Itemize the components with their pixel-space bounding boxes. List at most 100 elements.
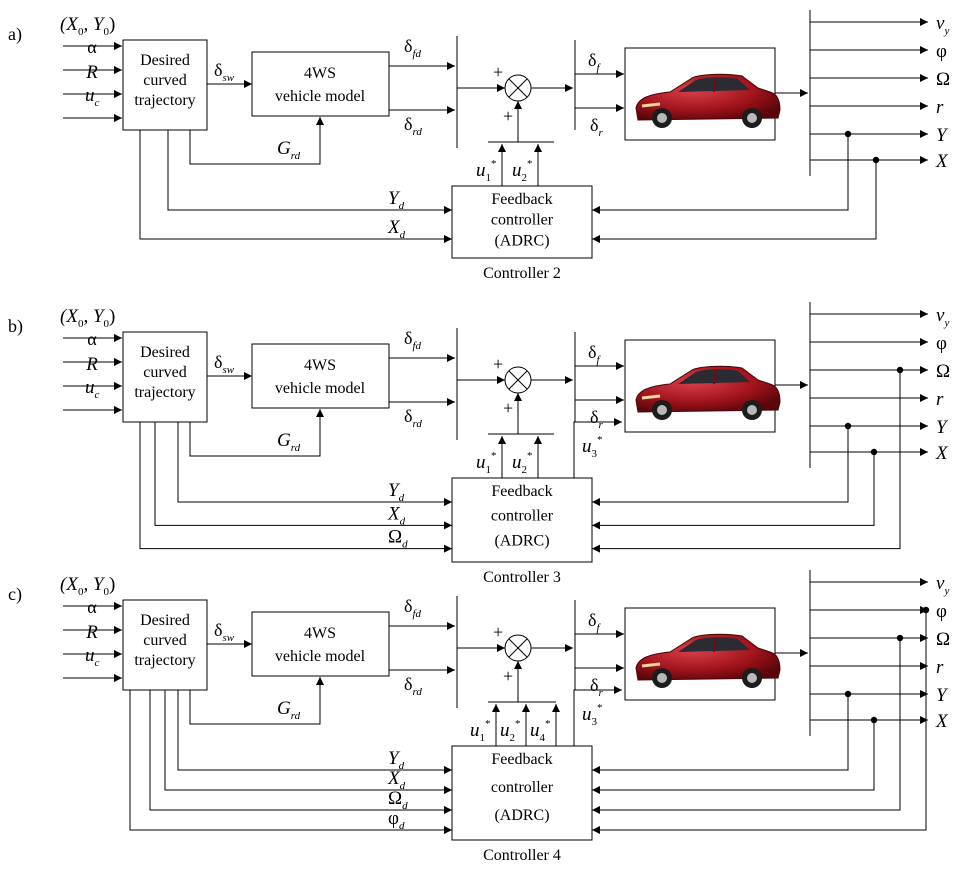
trajectory-text: Desired (140, 612, 190, 629)
trajectory-text: curved (143, 632, 187, 649)
vehicle-model-block (252, 344, 389, 408)
reference-label: Xd (387, 503, 406, 527)
output-label: φ (936, 41, 947, 62)
controller-text: controller (491, 779, 554, 796)
plus-bottom: + (503, 106, 513, 126)
model-subtitle: vehicle model (275, 380, 366, 397)
reference-label: Ωd (388, 527, 408, 551)
trajectory-text: Desired (140, 52, 190, 69)
reference-line (140, 130, 452, 239)
output-label: φ (936, 333, 947, 354)
controller-text: (ADRC) (494, 532, 549, 549)
controller-caption: Controller 4 (483, 847, 561, 864)
output-label: X (935, 151, 949, 172)
output-label: φ (936, 601, 947, 622)
plus-bottom: + (503, 398, 513, 418)
trajectory-text: curved (143, 72, 187, 89)
delta-fd-label: δfd (404, 36, 422, 60)
model-title: 4WS (304, 357, 336, 374)
output-label: Y (936, 685, 949, 706)
controller-text: (ADRC) (494, 232, 549, 249)
output-label: Y (936, 125, 949, 146)
output-label: vy (936, 573, 949, 597)
car-hub (747, 405, 757, 415)
Grd-label: Grd (277, 430, 301, 454)
control-signal-label: u1* (470, 718, 491, 744)
controller-caption: Controller 2 (483, 265, 561, 282)
reference-line (140, 422, 452, 549)
output-label: Ω (936, 629, 950, 650)
plus-left: + (493, 354, 503, 374)
model-subtitle: vehicle model (275, 648, 366, 665)
output-label: r (936, 389, 944, 410)
delta-f-label: δf (588, 342, 601, 366)
controller-text: (ADRC) (494, 807, 549, 824)
model-title: 4WS (304, 625, 336, 642)
vehicle-model-block (252, 52, 389, 116)
reference-line (178, 690, 452, 770)
Grd-label: Grd (277, 698, 301, 722)
car-headlight (642, 104, 660, 106)
delta-rd-label: δrd (404, 674, 422, 698)
output-label: vy (936, 13, 949, 37)
delta-rd-label: δrd (404, 114, 422, 138)
delta-sw-label: δsw (214, 60, 235, 84)
trajectory-text: curved (143, 364, 187, 381)
reference-line (168, 130, 452, 210)
controller-text: Feedback (491, 191, 552, 208)
reference-line (165, 690, 452, 790)
delta-rd-label: δrd (404, 406, 422, 430)
initial-state-label: (X0, Y0) (60, 306, 115, 330)
u3-label: u3* (582, 702, 603, 728)
panel-tag: c) (8, 584, 22, 605)
u-label: uc (85, 377, 100, 401)
delta-r-label: δr (590, 115, 603, 139)
measured-feedback-line (592, 720, 874, 790)
measured-feedback-line (592, 160, 876, 239)
car-hub (747, 673, 757, 683)
delta-sw-label: δsw (214, 620, 235, 644)
reference-label: Xd (387, 217, 406, 241)
car-hub (657, 405, 667, 415)
car-headlight (642, 396, 660, 398)
delta-r-label: δr (590, 407, 603, 431)
car-hub (747, 113, 757, 123)
trajectory-text: trajectory (134, 384, 195, 401)
panel-tag: a) (8, 24, 22, 45)
panel-tag: b) (8, 316, 23, 337)
trajectory-text: trajectory (134, 652, 195, 669)
panel-c: c)(X0, Y0)αRucDesiredcurvedtrajectoryδsw… (8, 570, 950, 864)
arrow-Grd (190, 677, 320, 724)
plus-bottom: + (503, 666, 513, 686)
reference-line (150, 690, 452, 810)
panel-b: b)(X0, Y0)αRucDesiredcurvedtrajectoryδsw… (8, 302, 950, 586)
alpha-label: α (87, 597, 97, 617)
Grd-label: Grd (277, 138, 301, 162)
control-signal-label: u2* (512, 450, 533, 476)
delta-fd-label: δfd (404, 596, 422, 620)
output-label: r (936, 97, 944, 118)
delta-sw-label: δsw (214, 352, 235, 376)
vehicle-model-block (252, 612, 389, 676)
control-signal-label: u4* (530, 718, 551, 744)
arrow-Grd (190, 117, 320, 164)
delta-f-label: δf (588, 50, 601, 74)
reference-label: Yd (388, 480, 405, 504)
R-label: R (85, 622, 98, 643)
control-signal-label: u2* (500, 718, 521, 744)
initial-state-label: (X0, Y0) (60, 574, 115, 598)
delta-f-label: δf (588, 610, 601, 634)
plus-left: + (493, 62, 503, 82)
reference-line (178, 422, 452, 502)
control-signal-label: u2* (512, 158, 533, 184)
arrow-Grd (190, 409, 320, 456)
car-hub (657, 673, 667, 683)
delta-r-label: δr (590, 675, 603, 699)
trajectory-text: Desired (140, 344, 190, 361)
u-label: uc (85, 85, 100, 109)
controller-caption: Controller 3 (483, 569, 561, 586)
output-label: X (935, 443, 949, 464)
model-subtitle: vehicle model (275, 88, 366, 105)
output-label: Ω (936, 361, 950, 382)
initial-state-label: (X0, Y0) (60, 14, 115, 38)
